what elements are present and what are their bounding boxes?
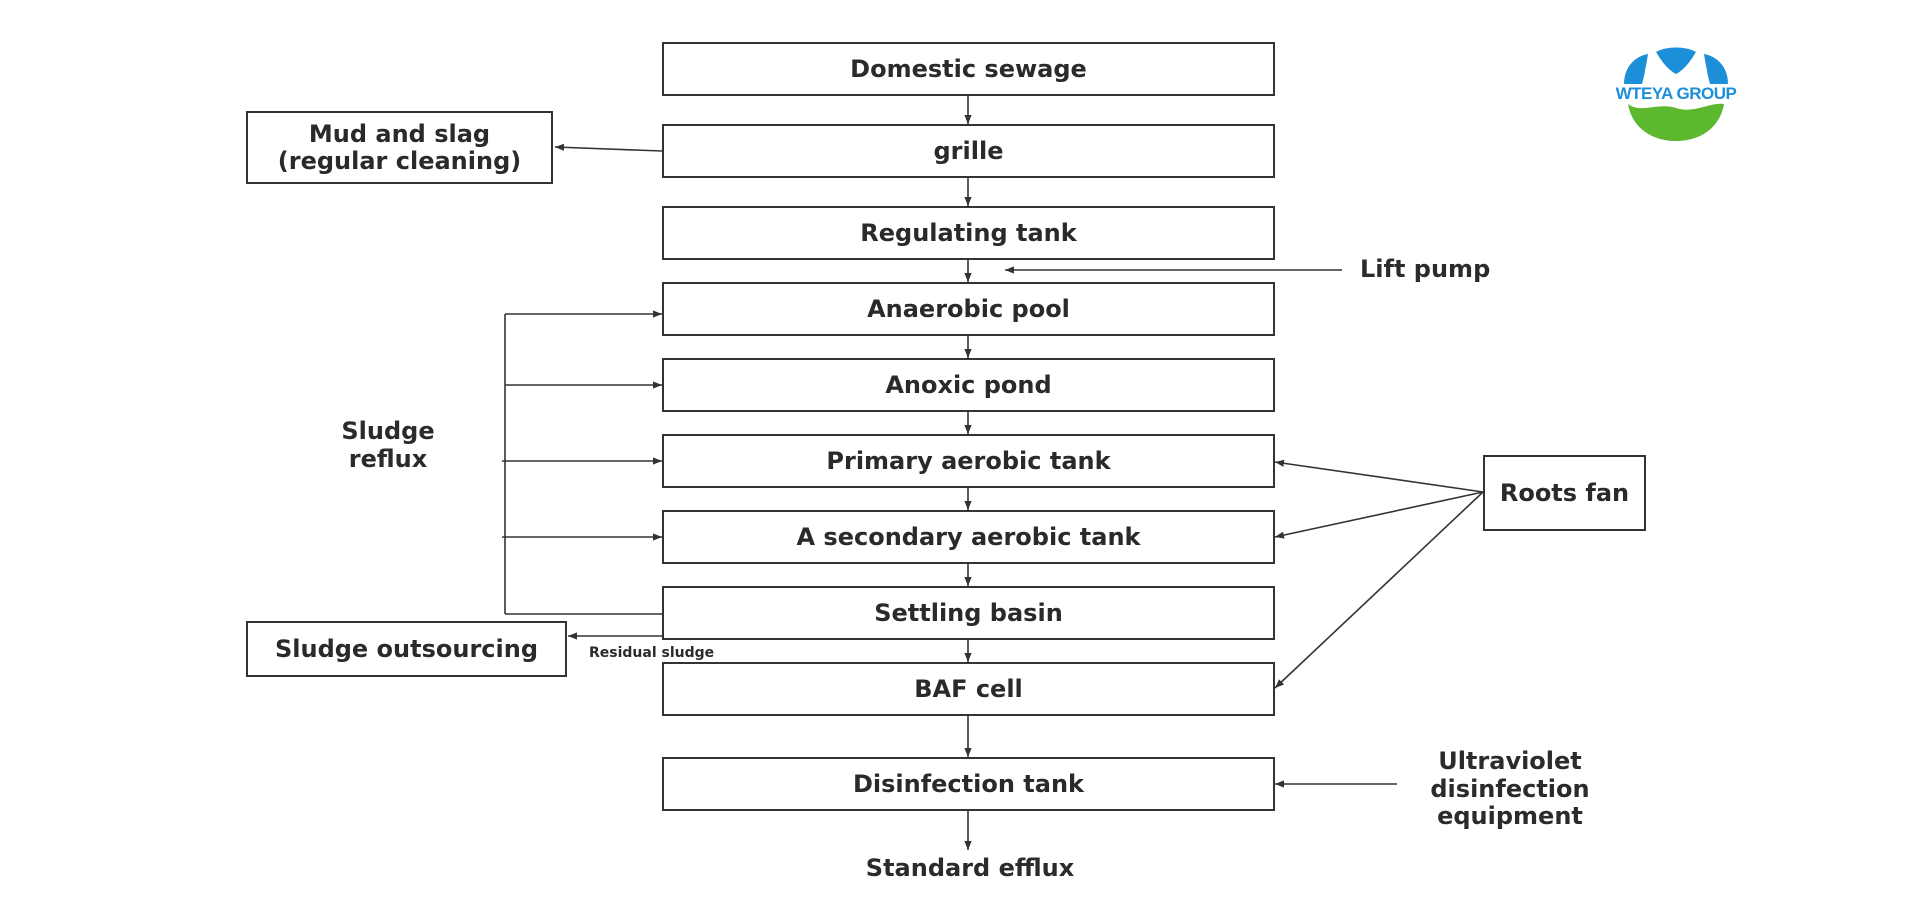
wteya-logo — [1624, 47, 1728, 141]
box-mud-and-slag-label: Mud and slag (regular cleaning) — [277, 120, 522, 175]
logo-petal-right-icon — [1704, 54, 1728, 84]
label-lift-pump: Lift pump — [1360, 255, 1491, 283]
label-standard-efflux: Standard efflux — [865, 854, 1075, 882]
arrow-fan-to-baf — [1274, 491, 1484, 689]
box-domestic-sewage: Domestic sewage — [662, 42, 1275, 96]
arrow-fan-to-primary — [1274, 459, 1484, 493]
box-disinfection-tank: Disinfection tank — [662, 757, 1275, 811]
label-residual-sludge: Residual sludge — [589, 645, 715, 661]
box-secondary-aerobic-tank-label: A secondary aerobic tank — [796, 522, 1141, 551]
logo-petal-center-icon — [1656, 47, 1696, 74]
label-uv-equipment: Ultraviolet disinfection equipment — [1430, 747, 1590, 831]
box-settling-basin: Settling basin — [662, 586, 1275, 640]
box-secondary-aerobic-tank: A secondary aerobic tank — [662, 510, 1275, 564]
box-sludge-outsourcing: Sludge outsourcing — [246, 621, 567, 677]
box-roots-fan-label: Roots fan — [1499, 478, 1630, 507]
box-baf-cell-label: BAF cell — [914, 674, 1023, 703]
box-disinfection-tank-label: Disinfection tank — [852, 769, 1085, 798]
box-settling-basin-label: Settling basin — [874, 598, 1063, 627]
logo-text: WTEYA GROUP — [1615, 84, 1737, 103]
logo-petal-left-icon — [1624, 54, 1648, 84]
box-sludge-outsourcing-label: Sludge outsourcing — [274, 634, 539, 663]
box-regulating-tank: Regulating tank — [662, 206, 1275, 260]
box-primary-aerobic-tank: Primary aerobic tank — [662, 434, 1275, 488]
box-grille-label: grille — [933, 136, 1004, 165]
box-regulating-tank-label: Regulating tank — [860, 218, 1077, 247]
label-sludge-reflux: Sludge reflux — [341, 417, 435, 473]
box-anoxic-pond: Anoxic pond — [662, 358, 1275, 412]
box-anaerobic-pool-label: Anaerobic pool — [867, 294, 1070, 323]
box-primary-aerobic-tank-label: Primary aerobic tank — [826, 446, 1111, 475]
box-grille: grille — [662, 124, 1275, 178]
box-anoxic-pond-label: Anoxic pond — [885, 370, 1052, 399]
logo-base-icon — [1628, 103, 1724, 141]
box-roots-fan: Roots fan — [1483, 455, 1646, 531]
box-anaerobic-pool: Anaerobic pool — [662, 282, 1275, 336]
arrow-fan-to-secondary — [1274, 491, 1484, 539]
arrow-grille-to-mud — [554, 143, 663, 152]
box-mud-and-slag: Mud and slag (regular cleaning) — [246, 111, 553, 184]
box-domestic-sewage-label: Domestic sewage — [850, 54, 1087, 83]
box-baf-cell: BAF cell — [662, 662, 1275, 716]
